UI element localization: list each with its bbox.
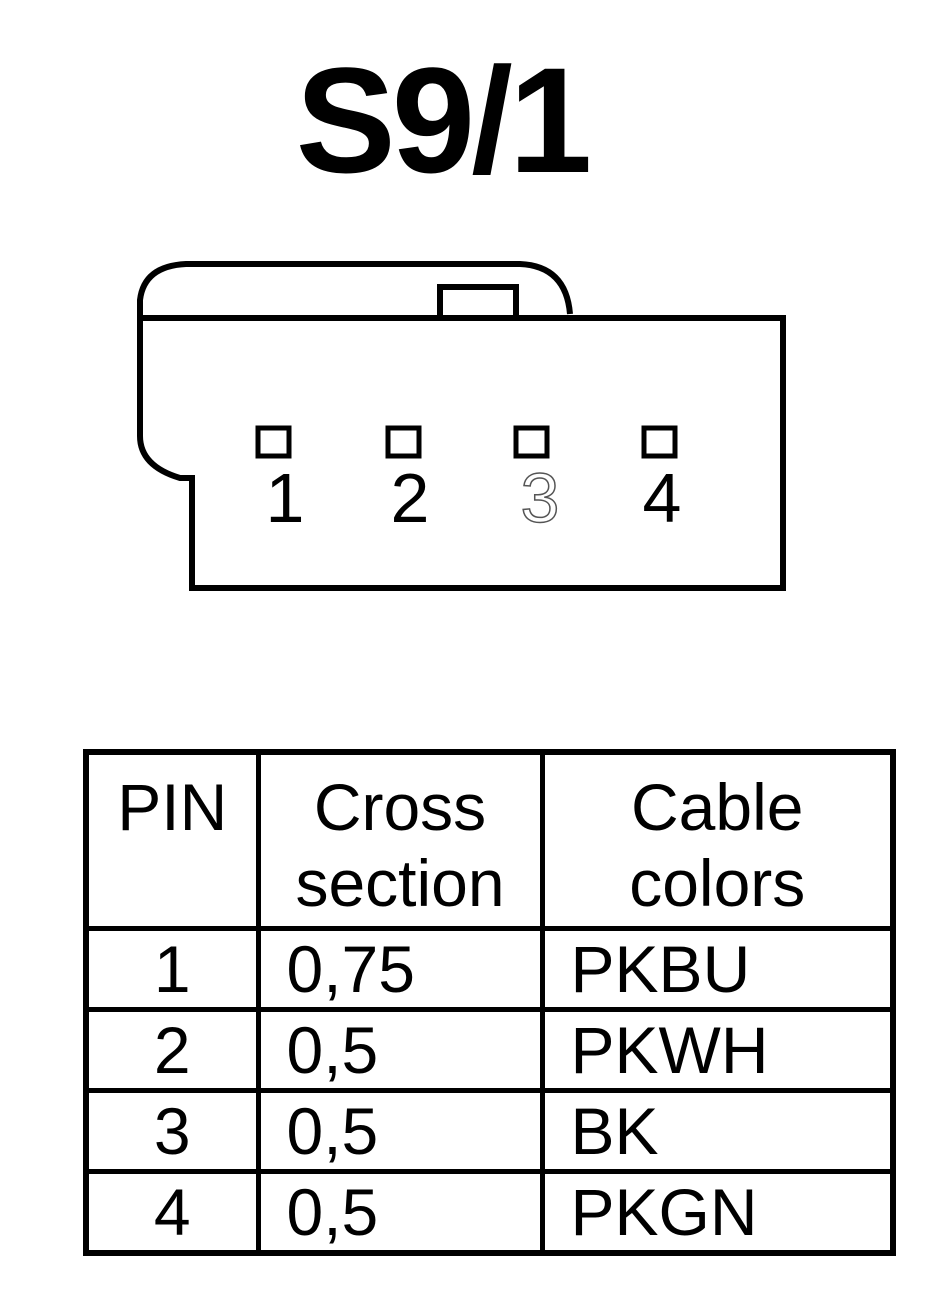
pin-4-label: 4 bbox=[643, 459, 682, 537]
latch-tab bbox=[437, 284, 519, 321]
row-pin: 2 bbox=[83, 1006, 261, 1093]
row-cable-color: PKBU bbox=[539, 925, 896, 1012]
row-cable-color: BK bbox=[539, 1087, 896, 1174]
table-row: 4 0,5 PKGN bbox=[83, 1168, 896, 1255]
row-pin: 3 bbox=[83, 1087, 261, 1174]
row-pin: 4 bbox=[83, 1168, 261, 1255]
row-cross-section: 0,5 bbox=[255, 1087, 545, 1174]
header-cross-section: Cross section bbox=[255, 749, 545, 931]
pin-table: PIN Cross section Cable colors 1 0,75 PK… bbox=[83, 749, 896, 1256]
pin-table-header: PIN Cross section Cable colors bbox=[83, 749, 896, 931]
row-cable-color: PKWH bbox=[539, 1006, 896, 1093]
pin-1-contact bbox=[255, 425, 292, 459]
table-row: 3 0,5 BK bbox=[83, 1087, 896, 1174]
pin-1-label: 1 bbox=[266, 459, 305, 537]
pin-2-label: 2 bbox=[391, 459, 430, 537]
table-row: 2 0,5 PKWH bbox=[83, 1006, 896, 1093]
row-cross-section: 0,5 bbox=[255, 1006, 545, 1093]
connector-title: S9/1 bbox=[295, 36, 593, 204]
row-pin: 1 bbox=[83, 925, 261, 1012]
table-row: 1 0,75 PKBU bbox=[83, 925, 896, 1012]
row-cross-section: 0,75 bbox=[255, 925, 545, 1012]
pin-3-label: 3 bbox=[521, 459, 560, 537]
connector-body bbox=[137, 261, 786, 591]
pin-2-contact bbox=[385, 425, 422, 459]
connector-diagram: 1 2 3 4 bbox=[137, 261, 786, 591]
header-pin: PIN bbox=[83, 749, 261, 931]
pin-3-contact bbox=[513, 425, 550, 459]
pin-4-contact bbox=[641, 425, 678, 459]
row-cable-color: PKGN bbox=[539, 1168, 896, 1255]
header-cable-colors: Cable colors bbox=[539, 749, 896, 931]
row-cross-section: 0,5 bbox=[255, 1168, 545, 1255]
